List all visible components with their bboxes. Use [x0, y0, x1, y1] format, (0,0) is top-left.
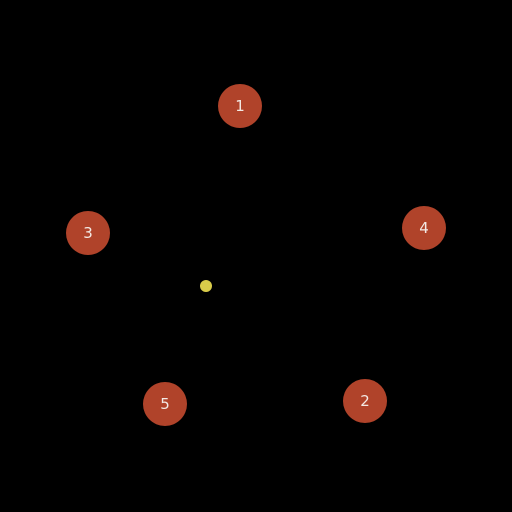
- target-circle-5[interactable]: 5: [143, 382, 187, 426]
- cursor-dot-icon: [200, 280, 212, 292]
- target-circle-1[interactable]: 1: [218, 84, 262, 128]
- target-circle-2[interactable]: 2: [343, 379, 387, 423]
- target-circle-4[interactable]: 4: [402, 206, 446, 250]
- target-label-2: 2: [360, 391, 370, 410]
- target-label-1: 1: [235, 96, 245, 115]
- target-label-3: 3: [83, 223, 93, 242]
- target-label-5: 5: [160, 394, 170, 413]
- target-circle-3[interactable]: 3: [66, 211, 110, 255]
- target-label-4: 4: [419, 218, 429, 237]
